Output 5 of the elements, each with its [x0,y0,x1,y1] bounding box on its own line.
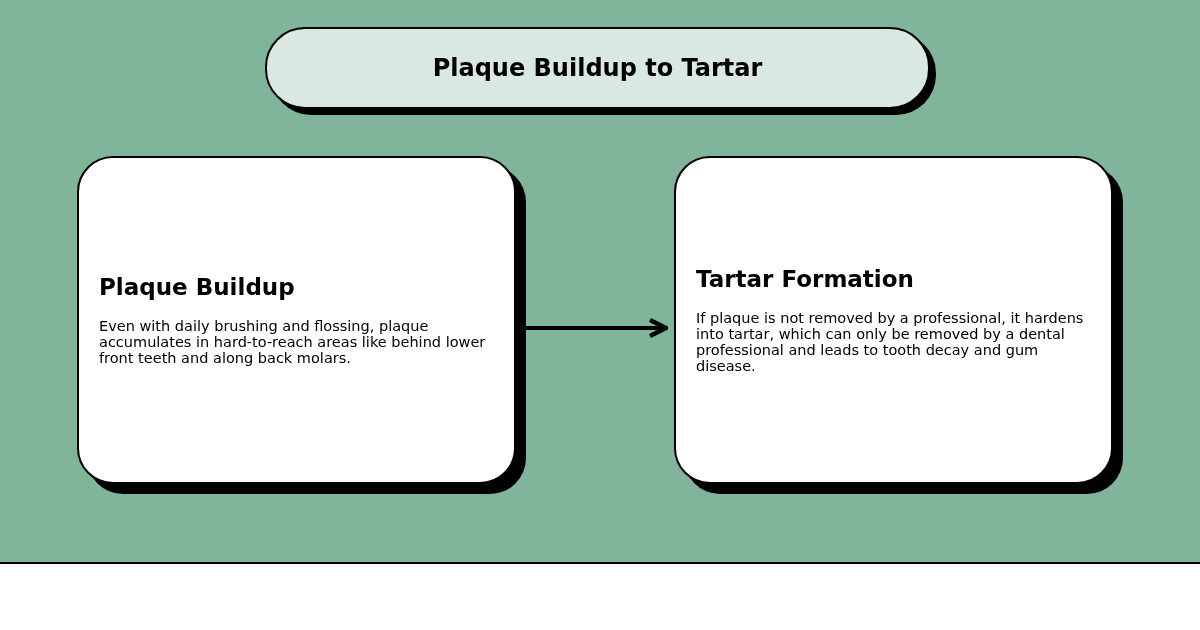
arrow [524,317,669,339]
card-description: If plaque is not removed by a professional, it hardens into tartar, which can only be removed by a dental professional and leads to tooth decay and gum disease. [696,310,1085,374]
card-heading: Tartar Formation [696,266,915,292]
card-heading: Plaque Buildup [99,274,296,300]
card-description: Even with daily brushing and flossing, plaque accumulates in hard-to-reach areas like behind lower front teeth and along back molars. [99,318,487,366]
